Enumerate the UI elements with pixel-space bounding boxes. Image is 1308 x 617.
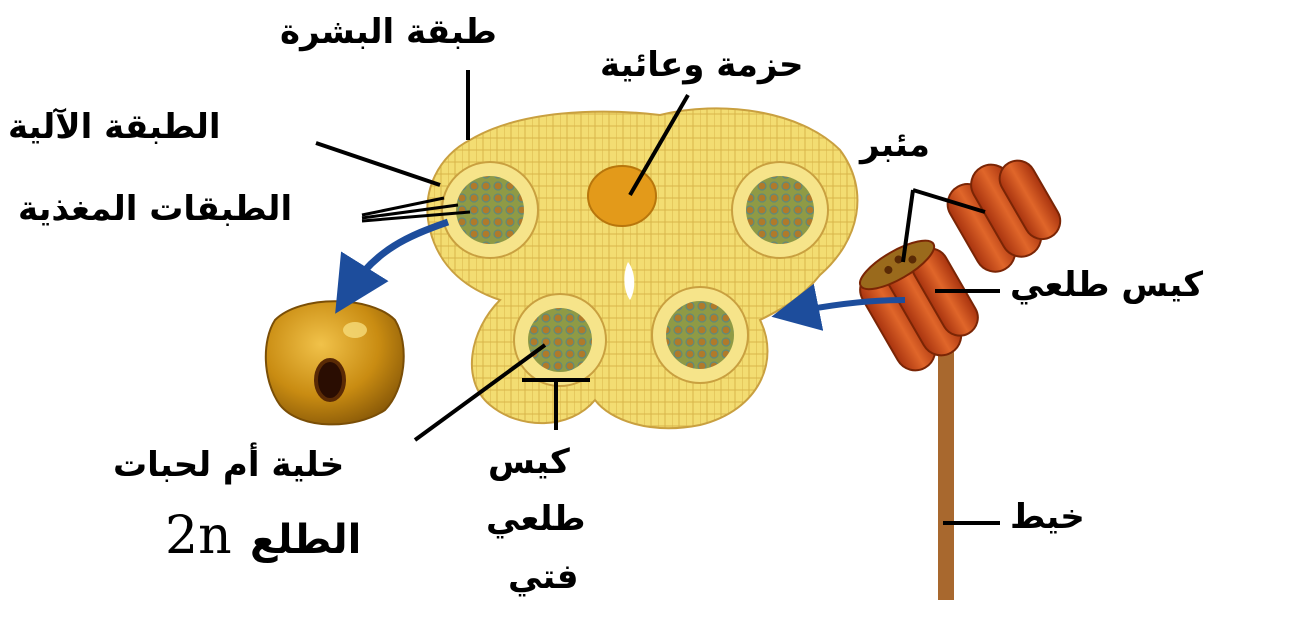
label-mother-cell-line2: الطلع <box>250 520 361 560</box>
label-young-sac-line1: كيس <box>488 445 570 479</box>
filament-stalk <box>938 330 954 600</box>
label-pollen-sac: كيس طلعي <box>1010 268 1203 302</box>
label-mother-cell-line1: خلية أم لحبات <box>113 448 344 482</box>
nucleus <box>316 360 344 400</box>
anther-upper-lobe <box>938 145 1069 279</box>
pollen-mother-cell <box>266 301 404 424</box>
label-young-sac-line3: فتي <box>508 560 579 594</box>
label-epidermis: طبقة البشرة <box>280 15 497 49</box>
anther-cross-section <box>427 108 857 428</box>
label-nutritive-layers: الطبقات المغذية <box>18 192 292 226</box>
pollen-sac-top-right <box>746 176 814 244</box>
label-ploidy: 2n <box>165 510 232 562</box>
label-filament: خيط <box>1010 500 1085 534</box>
label-vascular-bundle: حزمة وعائية <box>600 48 804 82</box>
leader-mechanical-layer <box>316 143 440 185</box>
pollen-sac-bottom-left <box>528 308 592 372</box>
pollen-sac-top-left <box>456 176 524 244</box>
label-mechanical-layer: الطبقة الآلية <box>8 110 221 144</box>
vascular-bundle <box>588 166 656 226</box>
pollen-sac-bottom-right <box>666 301 734 369</box>
label-anther: مئبر <box>860 128 930 162</box>
label-young-sac-line2: طلعي <box>486 502 586 536</box>
